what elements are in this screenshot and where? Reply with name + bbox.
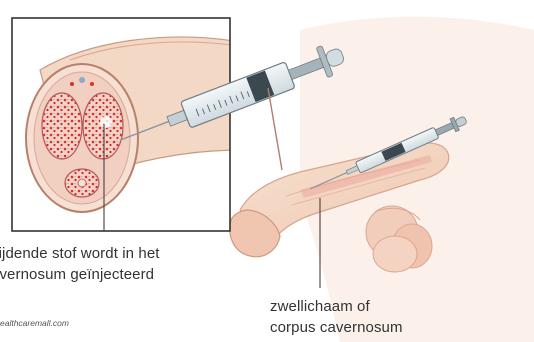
inset-panel bbox=[12, 18, 240, 232]
inset-caption: vijdende stof wordt in het avernosum geï… bbox=[0, 243, 160, 285]
corpus-cavernosum-left bbox=[42, 93, 82, 159]
inset-caption-line-2: avernosum geïnjecteerd bbox=[0, 264, 160, 285]
organ-caption-line-2: corpus cavernosum bbox=[270, 317, 403, 338]
inset-caption-line-1: vijdende stof wordt in het bbox=[0, 243, 160, 264]
organ-caption-line-1: zwellichaam of bbox=[270, 296, 403, 317]
source-credit: ealthcaremall.com bbox=[0, 318, 69, 328]
organ-caption: zwellichaam of corpus cavernosum bbox=[270, 296, 403, 338]
